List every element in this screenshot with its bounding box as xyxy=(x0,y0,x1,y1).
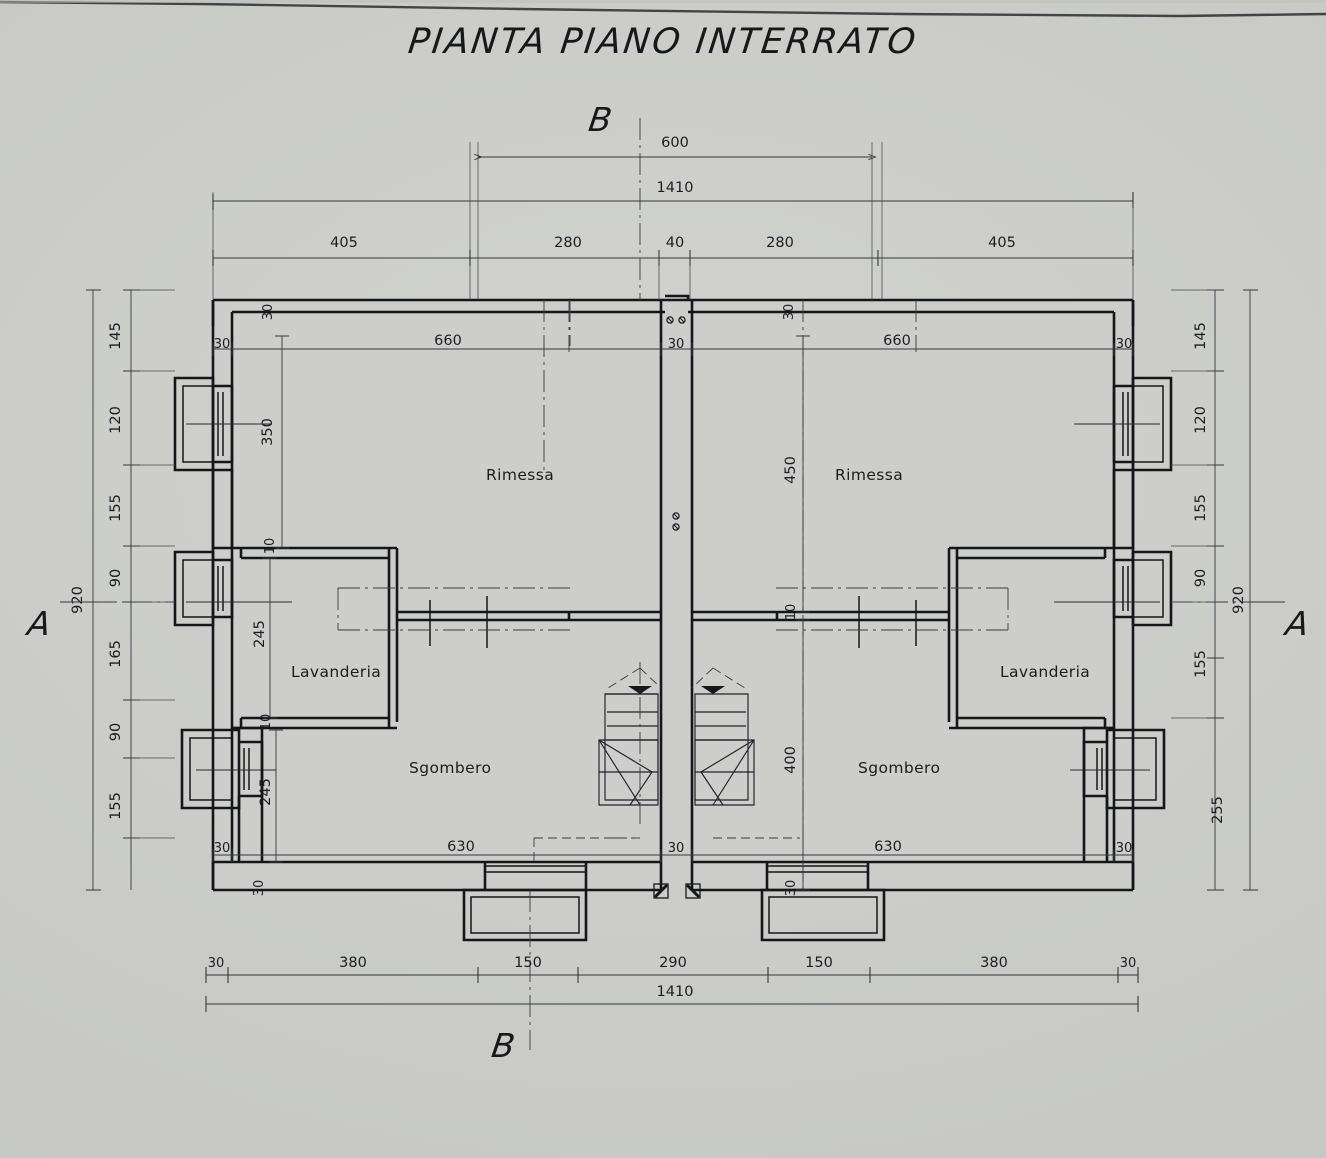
dim-label: 660 xyxy=(883,333,911,349)
dim-label: 145 xyxy=(1193,322,1209,350)
dim-label: 30 xyxy=(214,841,231,856)
dim-interior-top: 30 660 30 660 30 xyxy=(212,333,1134,356)
dim-label: 255 xyxy=(1210,796,1226,824)
right-window-wells xyxy=(1054,376,1173,862)
dim-label: 30 xyxy=(1116,841,1133,856)
dim-label: 30 xyxy=(252,880,267,897)
dim-door-openings: 10 10 10 10 xyxy=(259,538,799,731)
dim-label: 10 xyxy=(263,538,278,555)
dim-label: 405 xyxy=(330,235,358,251)
room-label-lavanderia-left: Lavanderia xyxy=(291,663,382,681)
dim-right-chain: 145 120 155 90 155 255 xyxy=(1171,289,1226,891)
dim-label: 1410 xyxy=(657,984,694,1000)
dim-label: 150 xyxy=(805,955,833,971)
dim-label: 245 xyxy=(252,620,268,648)
dim-label: 90 xyxy=(1193,569,1209,587)
dim-label: 660 xyxy=(434,333,462,349)
dim-label: 155 xyxy=(1193,494,1209,522)
dim-label: 600 xyxy=(661,135,689,151)
room-label-sgombero-left: Sgombero xyxy=(409,759,492,777)
dim-label: 350 xyxy=(260,418,276,446)
dim-label: 120 xyxy=(108,406,124,434)
room-label-rimessa-right: Rimessa xyxy=(835,466,904,484)
dim-left-chain: 145 120 155 90 165 90 155 xyxy=(108,289,175,890)
dim-label: 380 xyxy=(339,955,367,971)
dim-label: 30 xyxy=(1120,956,1137,971)
dim-label: 30 xyxy=(214,337,231,352)
staircase-right xyxy=(691,667,755,806)
dim-label: 10 xyxy=(259,714,274,731)
entry-doors xyxy=(462,862,886,942)
dim-bottom-overall: 1410 xyxy=(205,984,1139,1012)
dim-label: 40 xyxy=(666,235,684,251)
dim-label: 245 xyxy=(258,778,274,806)
dim-label: 405 xyxy=(988,235,1016,251)
dim-label: 155 xyxy=(108,494,124,522)
dim-label: 30 xyxy=(261,304,276,321)
dim-label: 165 xyxy=(108,640,124,668)
dim-interior-left-vertical: 350 245 245 xyxy=(252,335,289,863)
dim-label: 920 xyxy=(70,586,86,614)
dim-label: 30 xyxy=(1116,337,1133,352)
dim-label: 30 xyxy=(782,304,797,321)
room-label-rimessa-left: Rimessa xyxy=(486,466,555,484)
dim-label: 10 xyxy=(784,604,799,621)
dim-right-overall: 920 xyxy=(1231,289,1258,891)
dim-label: 90 xyxy=(108,569,124,587)
dim-label: 90 xyxy=(108,723,124,741)
staircase-left xyxy=(598,662,662,839)
dim-bottom-chain: 30 380 150 290 150 380 30 xyxy=(205,955,1139,983)
dim-label: 155 xyxy=(1193,650,1209,678)
dim-left-overall: 920 xyxy=(70,289,101,891)
dim-label: 150 xyxy=(514,955,542,971)
dim-label: 1410 xyxy=(657,180,694,196)
dim-label: 30 xyxy=(668,841,685,856)
dim-label: 380 xyxy=(980,955,1008,971)
building-footprint xyxy=(213,300,1133,890)
dim-label: 30 xyxy=(784,880,799,897)
room-label-sgombero-right: Sgombero xyxy=(858,759,941,777)
dim-label: 400 xyxy=(783,746,799,774)
central-party-wall xyxy=(659,294,694,890)
dim-label: 30 xyxy=(668,337,685,352)
dim-label: 30 xyxy=(208,956,225,971)
dim-label: 290 xyxy=(659,955,687,971)
dim-label: 280 xyxy=(554,235,582,251)
dim-wall-thickness-top: 30 30 xyxy=(261,304,797,321)
dim-label: 120 xyxy=(1193,406,1209,434)
scan-edge-artifact xyxy=(0,0,1326,26)
dim-interior-right-vertical: 450 400 xyxy=(783,335,810,891)
dim-label: 145 xyxy=(108,322,124,350)
dim-top-chain: 405 280 40 280 405 xyxy=(212,235,1134,300)
dim-label: 155 xyxy=(108,792,124,820)
dim-top-1410: 1410 xyxy=(212,180,1134,300)
dim-label: 630 xyxy=(447,839,475,855)
dim-label: 280 xyxy=(766,235,794,251)
dim-label: 630 xyxy=(874,839,902,855)
dim-label: 450 xyxy=(783,456,799,484)
section-line-b xyxy=(529,118,641,1050)
dim-top-600: 600 xyxy=(469,135,883,300)
dim-label: 920 xyxy=(1231,586,1247,614)
room-label-lavanderia-right: Lavanderia xyxy=(1000,663,1091,681)
dim-interior-bottom: 30 630 30 630 30 30 30 xyxy=(212,839,1134,897)
left-window-wells xyxy=(173,376,292,862)
